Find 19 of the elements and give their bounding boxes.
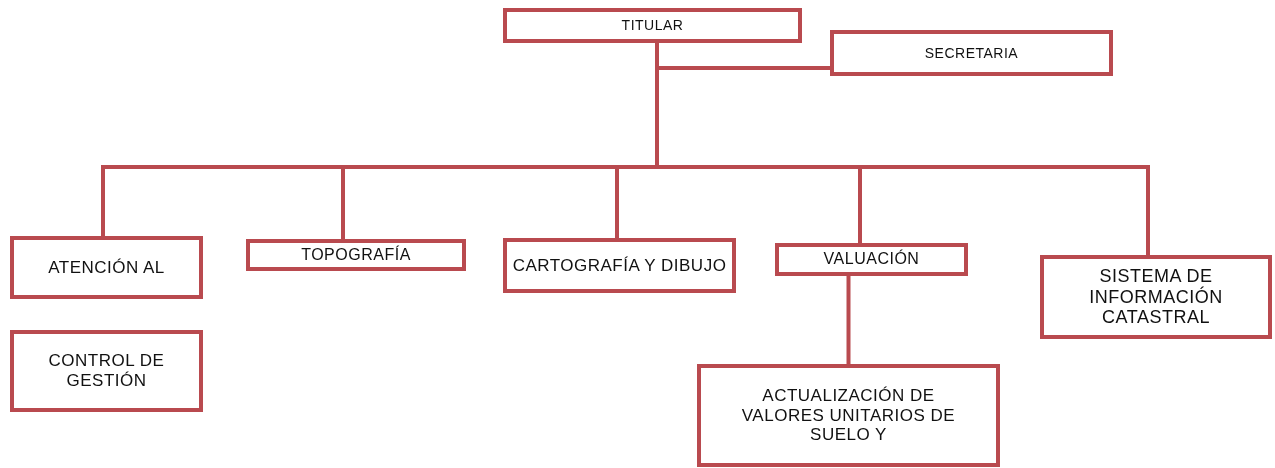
org-box	[830, 30, 1113, 76]
box-label: SECRETARIA	[924, 44, 1019, 62]
box-label: TITULAR	[621, 17, 684, 34]
org-box	[503, 8, 802, 43]
connector-line	[846, 276, 851, 364]
org-box	[503, 238, 736, 293]
org-box	[775, 243, 968, 276]
box-label: ACTUALIZACIÓN DE VALORES UNITARIOS DE SUELO Y	[740, 386, 957, 445]
box-label: TOPOGRAFÍA	[301, 245, 411, 265]
org-box	[10, 330, 203, 412]
org-box	[697, 364, 1000, 467]
box-label: CARTOGRAFÍA Y DIBUJO	[512, 255, 727, 276]
org-box	[10, 236, 203, 299]
org-box	[1040, 255, 1272, 339]
box-label: SISTEMA DE INFORMACIÓN CATASTRAL	[1088, 265, 1224, 329]
org-box	[246, 239, 466, 271]
box-label: ATENCIÓN AL	[48, 257, 165, 278]
box-label: CONTROL DE GESTIÓN	[47, 351, 166, 391]
box-label: VALUACIÓN	[823, 250, 920, 269]
